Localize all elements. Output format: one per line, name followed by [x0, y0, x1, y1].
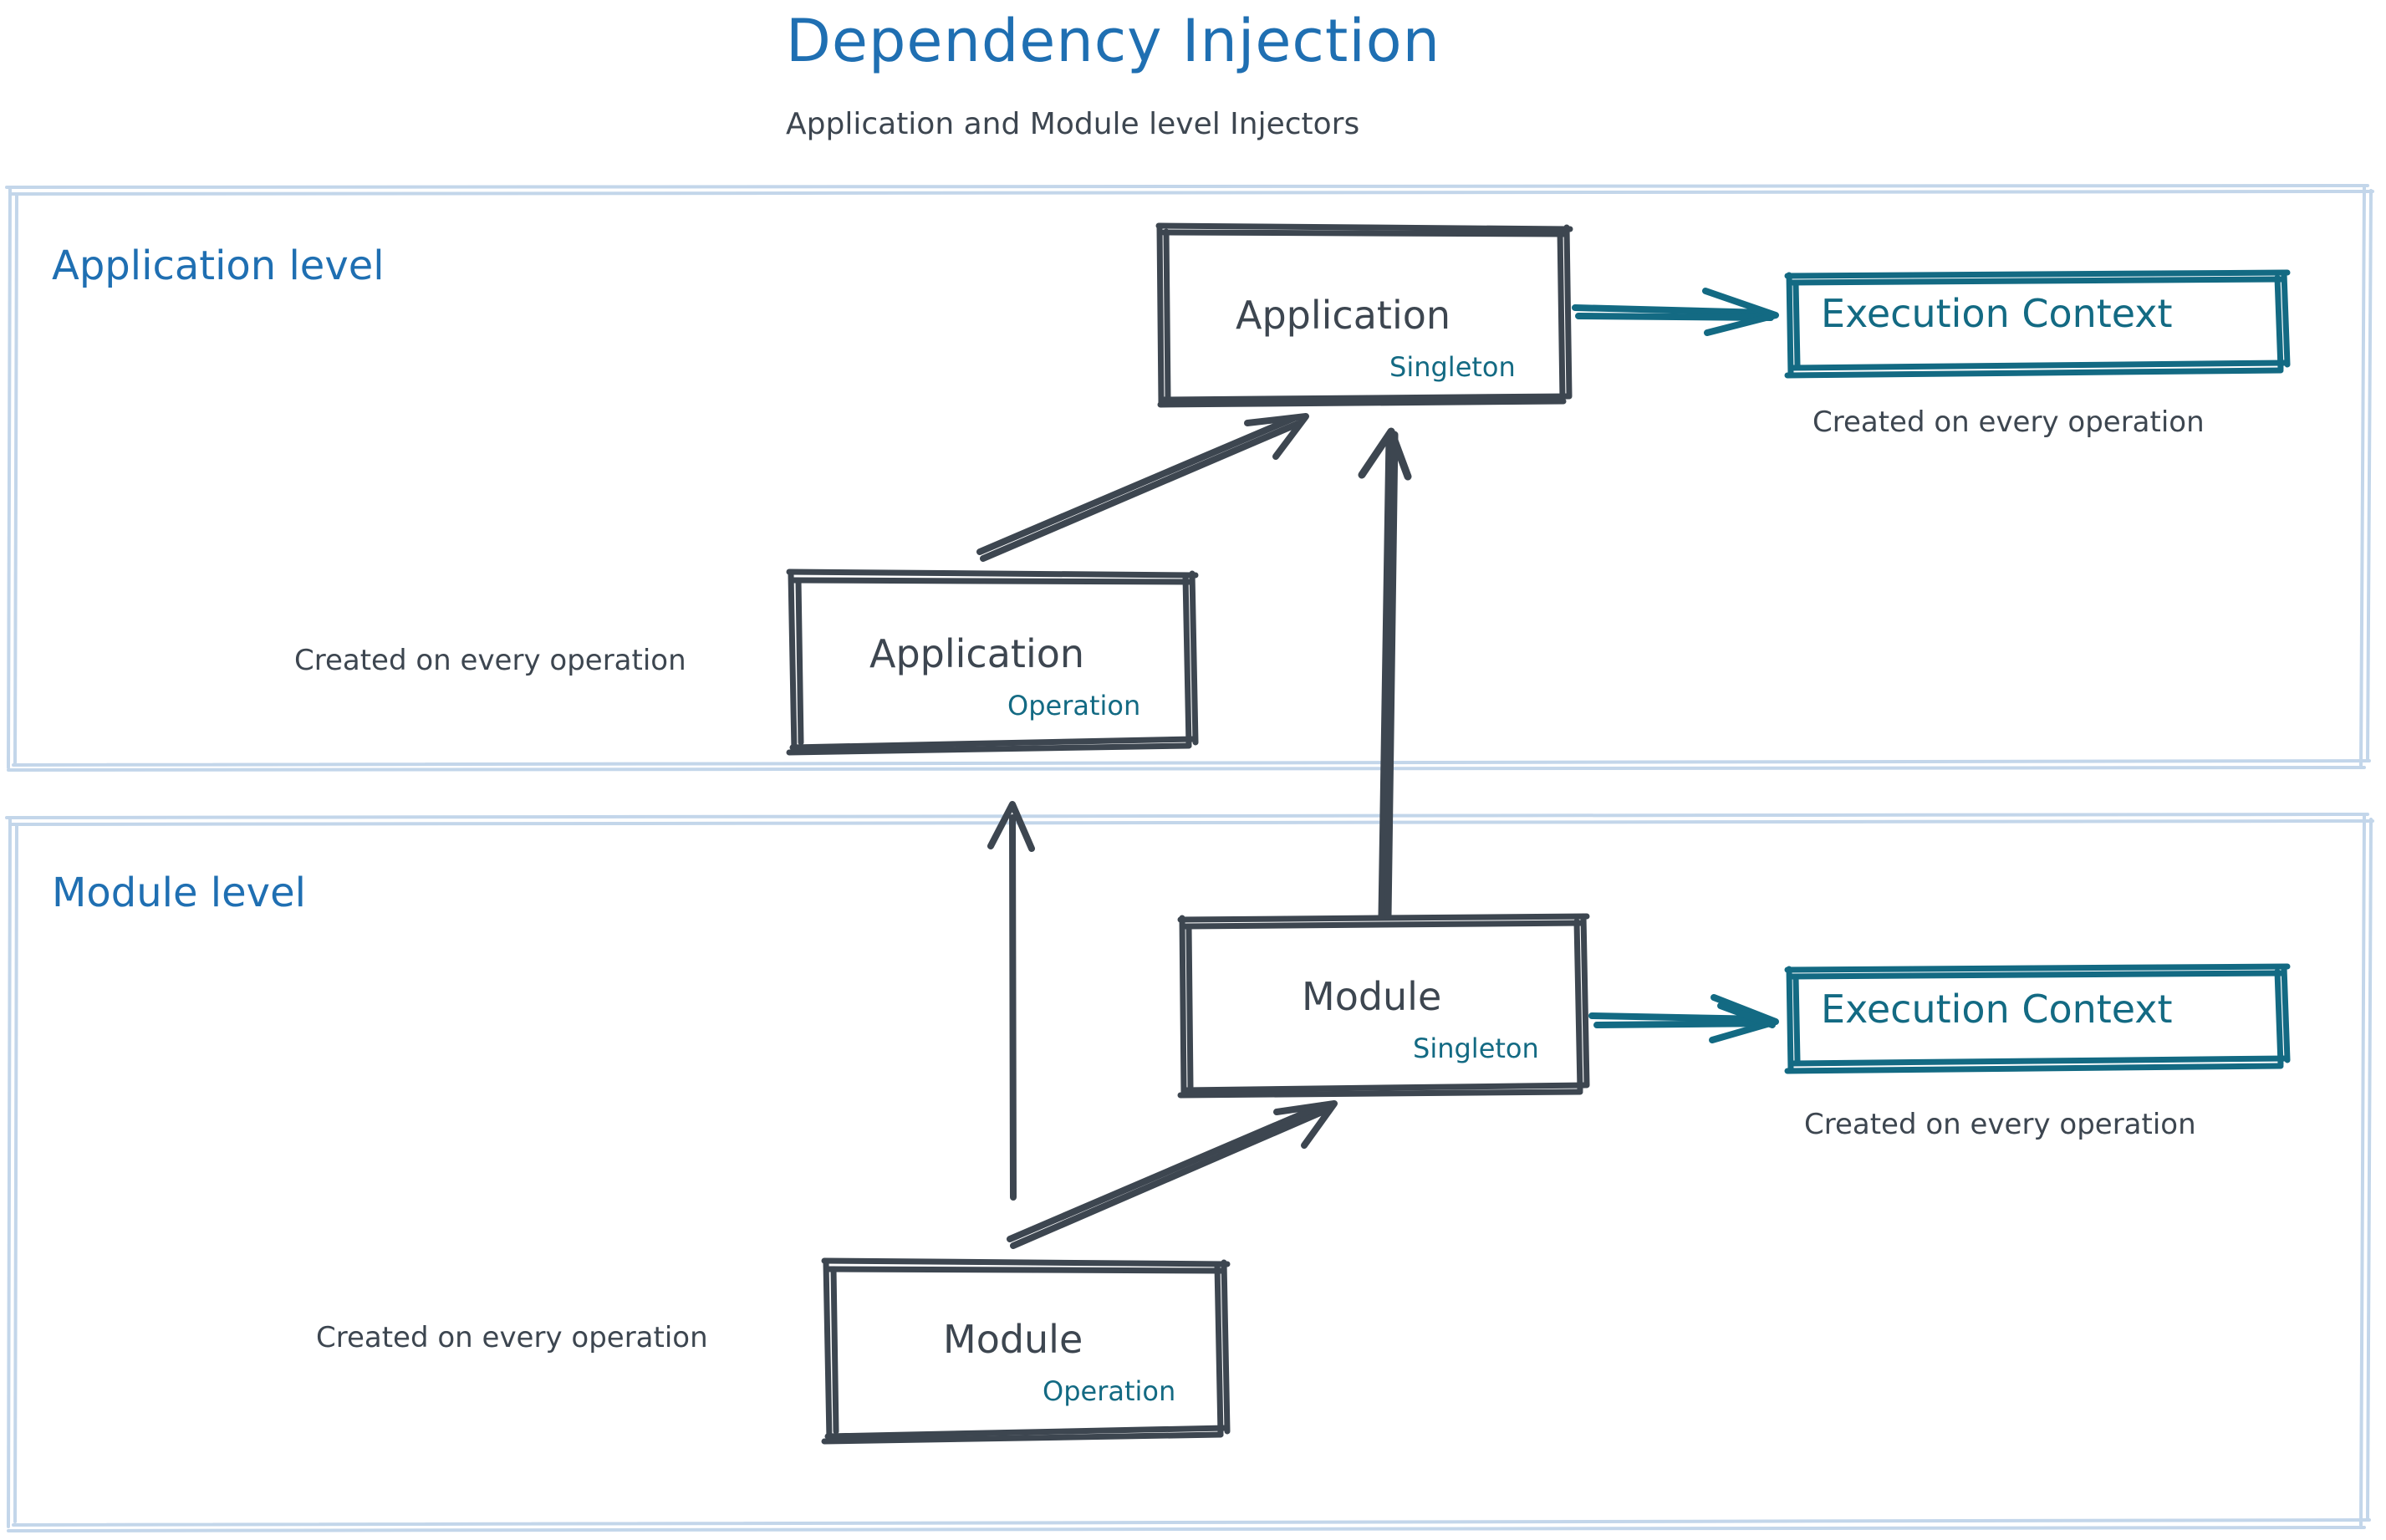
- caption-execution-context-module: Created on every operation: [1804, 1108, 2196, 1141]
- page-subtitle: Application and Module level Injectors: [786, 107, 1360, 141]
- node-title-application-singleton: Application: [1236, 293, 1451, 338]
- node-box-application-operation: [786, 569, 1199, 756]
- caption-application-operation: Created on every operation: [294, 644, 686, 677]
- edge-module-singleton-to-application-singleton: [1358, 427, 1412, 920]
- node-tag-module-singleton: Singleton: [1413, 1033, 1539, 1064]
- node-tag-module-operation: Operation: [1043, 1375, 1176, 1407]
- edge-application-singleton-to-execution-context: [1572, 288, 1779, 336]
- node-title-module-singleton: Module: [1302, 974, 1442, 1019]
- node-box-application-singleton: [1155, 222, 1573, 408]
- caption-module-operation: Created on every operation: [316, 1321, 708, 1354]
- node-title-application-operation: Application: [869, 631, 1085, 676]
- node-box-execution-context-module: [1784, 963, 2291, 1074]
- node-box-module-operation: [821, 1257, 1231, 1445]
- page-title: Dependency Injection: [786, 7, 1440, 75]
- panel-label-application-level: Application level: [52, 242, 385, 289]
- node-box-execution-context-application: [1784, 269, 2291, 379]
- caption-execution-context-application: Created on every operation: [1812, 405, 2205, 439]
- edge-module-operation-to-application-operation: [987, 801, 1035, 1201]
- node-tag-application-operation: Operation: [1007, 690, 1141, 722]
- panel-label-module-level: Module level: [52, 869, 306, 916]
- node-title-module-operation: Module: [943, 1317, 1083, 1362]
- node-title-execution-context-application: Execution Context: [1821, 291, 2173, 336]
- edge-module-operation-to-module-singleton: [1007, 1100, 1338, 1249]
- panel-application-level: [5, 184, 2374, 772]
- edge-module-singleton-to-execution-context: [1588, 994, 1779, 1043]
- node-title-execution-context-module: Execution Context: [1821, 987, 2173, 1032]
- edge-application-operation-to-application-singleton: [976, 413, 1309, 562]
- panel-module-level: [5, 813, 2374, 1532]
- node-box-module-singleton: [1177, 913, 1590, 1099]
- node-tag-application-singleton: Singleton: [1389, 351, 1516, 383]
